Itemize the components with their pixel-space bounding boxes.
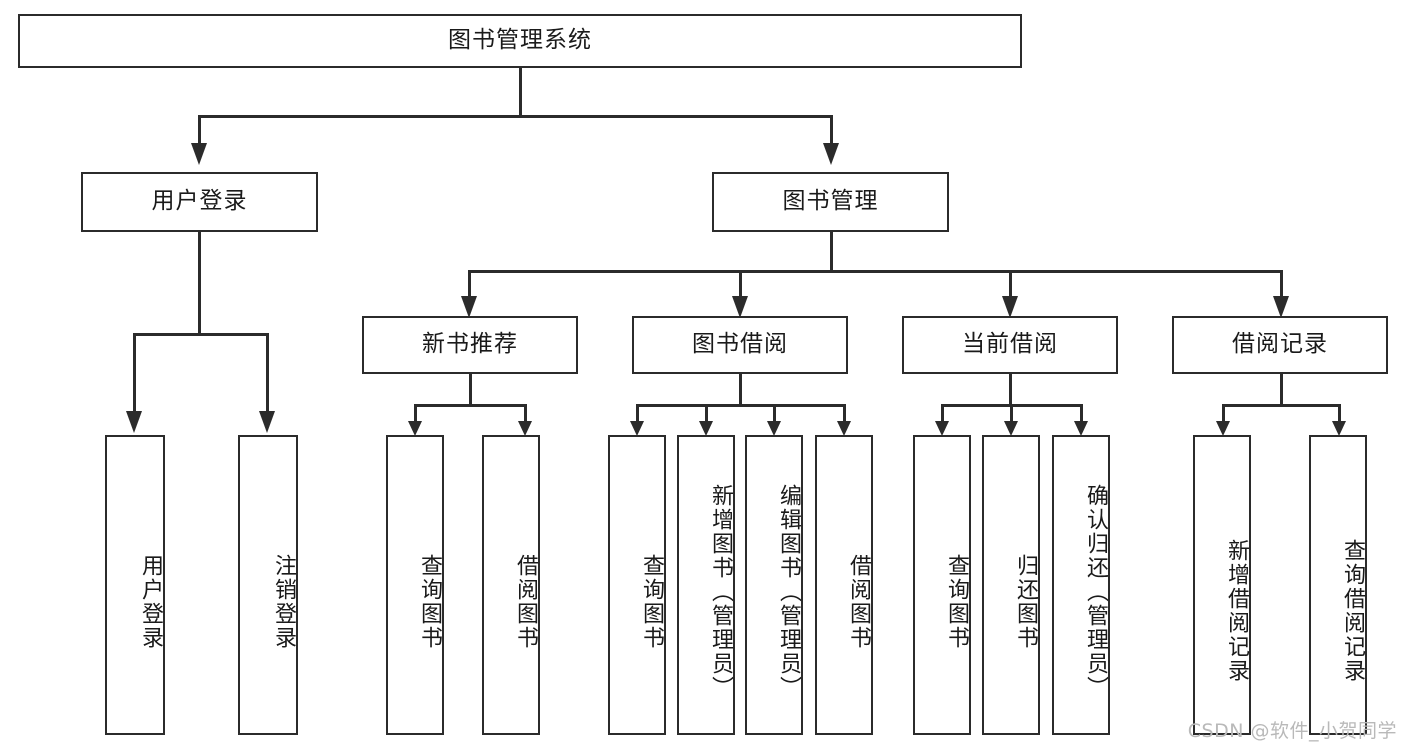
node-label: 编辑图书（管理员） (776, 484, 801, 700)
connector-borrow-record-stem (1280, 374, 1283, 406)
leaf-book-borrow-edit-book-admin[interactable]: 编辑图书（管理员） (745, 435, 803, 735)
node-label: 用户登录 (151, 188, 248, 215)
arrow-bm-to-new-book (461, 296, 477, 318)
connector-br-to-leaf-2 (1338, 404, 1341, 425)
node-label: 借阅图书 (846, 554, 871, 650)
connector-bm-to-borrow-record (1280, 270, 1283, 298)
leaf-user-login-logout[interactable]: 注销登录 (238, 435, 298, 735)
connector-user-login-to-leaf-2 (266, 333, 269, 413)
arrow-br-to-leaf-2 (1332, 421, 1346, 436)
arrow-user-login-to-leaf-2 (259, 411, 275, 433)
connector-bb-to-leaf-1 (636, 404, 639, 425)
connector-user-login-to-leaf-1 (133, 333, 136, 413)
connector-br-to-leaf-1 (1222, 404, 1225, 425)
arrow-root-to-user-login (191, 143, 207, 165)
connector-user-login-fanout-bar (133, 333, 266, 336)
connector-current-borrow-stem (1009, 374, 1012, 406)
connector-bm-to-new-book (468, 270, 471, 298)
leaf-borrow-record-query-record[interactable]: 查询借阅记录 (1309, 435, 1367, 735)
connector-book-borrow-stem (739, 374, 742, 406)
node-label: 借阅图书 (513, 554, 538, 650)
connector-root-fanout-bar (198, 115, 832, 118)
connector-bm-to-book-borrow (739, 270, 742, 298)
connector-root-to-user-login (198, 115, 201, 145)
node-label: 借阅记录 (1232, 331, 1328, 358)
arrow-bb-to-leaf-4 (837, 421, 851, 436)
node-label: 注销登录 (271, 554, 296, 650)
arrow-bm-to-book-borrow (732, 296, 748, 318)
connector-bm-to-current-borrow (1009, 270, 1012, 298)
connector-bb-to-leaf-4 (843, 404, 846, 425)
arrow-cb-to-leaf-2 (1004, 421, 1018, 436)
csdn-watermark: CSDN @软件_小贺同学 (1187, 720, 1397, 742)
node-root-book-management-system[interactable]: 图书管理系统 (18, 14, 1022, 68)
connector-book-borrow-fanout-bar (636, 404, 846, 407)
leaf-book-borrow-borrow-book[interactable]: 借阅图书 (815, 435, 873, 735)
node-new-book-recommend[interactable]: 新书推荐 (362, 316, 578, 374)
arrow-bm-to-current-borrow (1002, 296, 1018, 318)
leaf-book-borrow-query-book[interactable]: 查询图书 (608, 435, 666, 735)
node-label: 新书推荐 (422, 331, 518, 358)
leaf-book-borrow-add-book-admin[interactable]: 新增图书（管理员） (677, 435, 735, 735)
connector-cb-to-leaf-2 (1010, 404, 1013, 425)
connector-root-to-book-management (830, 115, 833, 145)
connector-nb-to-leaf-1 (414, 404, 417, 425)
leaf-current-borrow-query-book[interactable]: 查询图书 (913, 435, 971, 735)
node-label: 新增借阅记录 (1224, 539, 1249, 683)
node-book-management[interactable]: 图书管理 (712, 172, 949, 232)
leaf-current-borrow-return-book[interactable]: 归还图书 (982, 435, 1040, 735)
connector-user-login-stem (198, 232, 201, 335)
arrow-nb-to-leaf-1 (408, 421, 422, 436)
node-label: 当前借阅 (962, 331, 1058, 358)
connector-root-stem (519, 68, 522, 117)
node-label: 查询图书 (639, 554, 664, 650)
node-borrow-record[interactable]: 借阅记录 (1172, 316, 1388, 374)
connector-book-management-fanout-bar (468, 270, 1280, 273)
arrow-cb-to-leaf-1 (935, 421, 949, 436)
node-current-borrow[interactable]: 当前借阅 (902, 316, 1118, 374)
node-label: 查询图书 (417, 554, 442, 650)
connector-new-book-fanout-bar (414, 404, 524, 407)
connector-bb-to-leaf-2 (705, 404, 708, 425)
arrow-bb-to-leaf-3 (767, 421, 781, 436)
leaf-new-book-borrow-book[interactable]: 借阅图书 (482, 435, 540, 735)
node-label: 归还图书 (1013, 554, 1038, 650)
node-user-login[interactable]: 用户登录 (81, 172, 318, 232)
arrow-user-login-to-leaf-1 (126, 411, 142, 433)
node-book-borrow[interactable]: 图书借阅 (632, 316, 848, 374)
arrow-bm-to-borrow-record (1273, 296, 1289, 318)
leaf-user-login-login[interactable]: 用户登录 (105, 435, 165, 735)
connector-new-book-stem (469, 374, 472, 406)
connector-cb-to-leaf-1 (941, 404, 944, 425)
leaf-new-book-query-book[interactable]: 查询图书 (386, 435, 444, 735)
arrow-cb-to-leaf-3 (1074, 421, 1088, 436)
arrow-root-to-book-management (823, 143, 839, 165)
leaf-borrow-record-add-record[interactable]: 新增借阅记录 (1193, 435, 1251, 735)
connector-nb-to-leaf-2 (524, 404, 527, 425)
arrow-nb-to-leaf-2 (518, 421, 532, 436)
connector-bb-to-leaf-3 (773, 404, 776, 425)
node-label: 查询借阅记录 (1340, 539, 1365, 683)
arrow-bb-to-leaf-1 (630, 421, 644, 436)
node-label: 图书管理 (782, 188, 879, 215)
node-label: 用户登录 (138, 554, 163, 650)
connector-cb-to-leaf-3 (1080, 404, 1083, 425)
node-label: 新增图书（管理员） (708, 484, 733, 700)
arrow-bb-to-leaf-2 (699, 421, 713, 436)
node-label: 图书管理系统 (448, 27, 592, 54)
node-label: 查询图书 (944, 554, 969, 650)
connector-borrow-record-fanout-bar (1222, 404, 1338, 407)
arrow-br-to-leaf-1 (1216, 421, 1230, 436)
node-label: 图书借阅 (692, 331, 788, 358)
connector-book-management-stem (830, 232, 833, 272)
leaf-current-borrow-confirm-return-admin[interactable]: 确认归还（管理员） (1052, 435, 1110, 735)
node-label: 确认归还（管理员） (1083, 484, 1108, 700)
